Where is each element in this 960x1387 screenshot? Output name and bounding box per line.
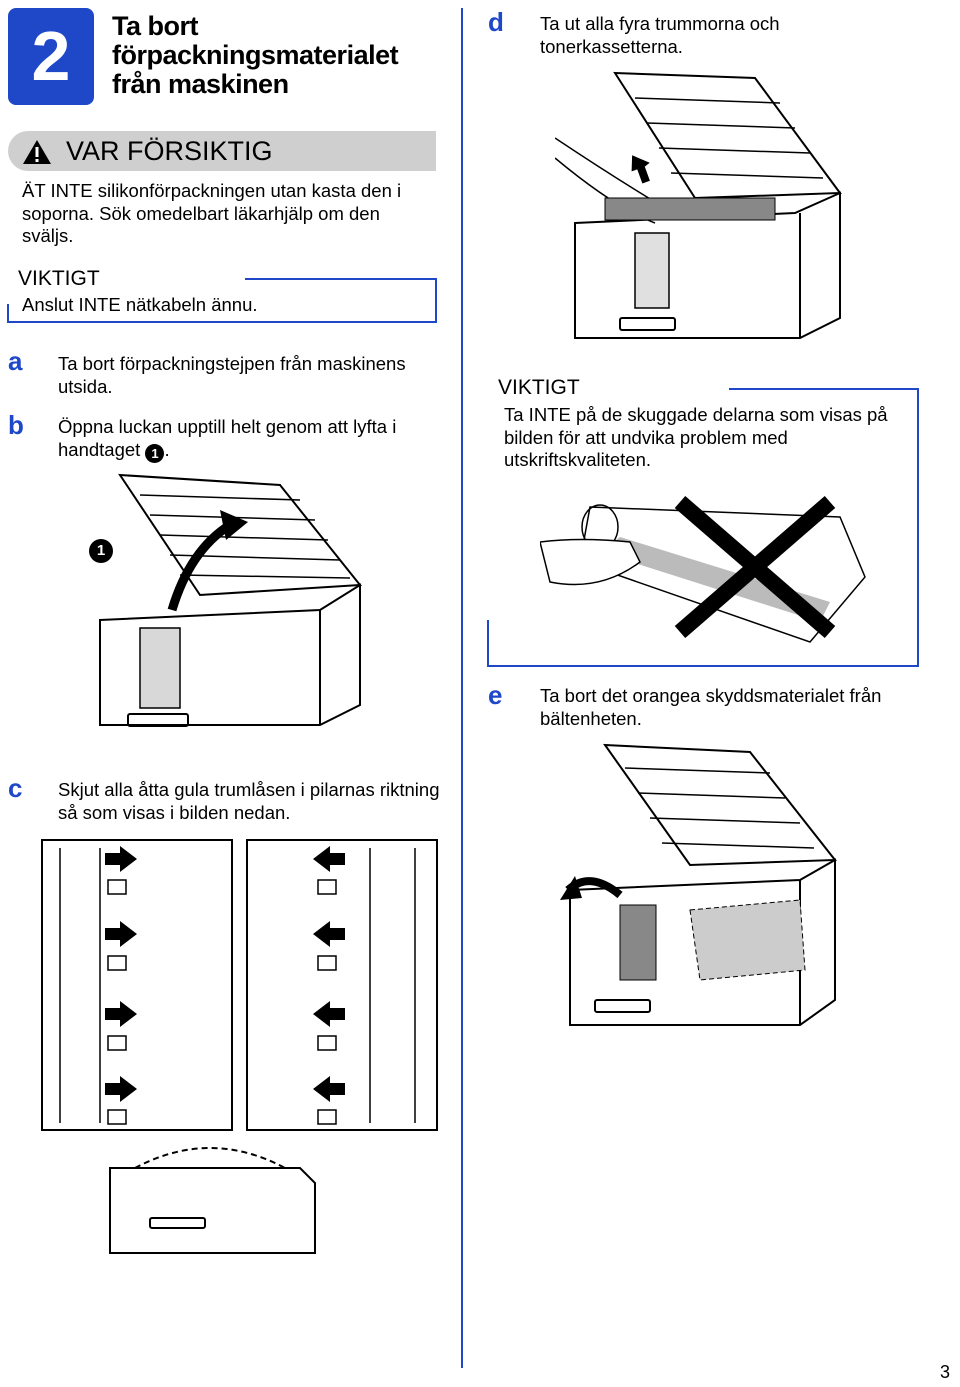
important-text: Anslut INTE nätkabeln ännu. bbox=[22, 294, 258, 315]
step-c-text: Skjut alla åtta gula trumlåsen i pilarna… bbox=[58, 779, 440, 824]
text-suffix: . bbox=[164, 438, 170, 460]
callout-marker: 1 bbox=[145, 443, 165, 463]
caution-banner bbox=[8, 131, 436, 171]
page-number: 3 bbox=[939, 1362, 950, 1382]
step-number-badge: 2 bbox=[8, 8, 94, 105]
do-not-touch-illustration bbox=[540, 495, 866, 643]
text-line: Öppna luckan upptill helt genom att lyft… bbox=[58, 416, 397, 437]
text-line: bältenheten. bbox=[540, 707, 642, 729]
text-line: utsida. bbox=[58, 375, 113, 397]
step-d-text: Ta ut alla fyra trummorna och tonerkasse… bbox=[540, 13, 780, 58]
column-divider bbox=[461, 8, 463, 1368]
step-b-text: Öppna luckan upptill helt genom att lyft… bbox=[58, 416, 396, 463]
text-line: Ta ut alla fyra trummorna och bbox=[540, 13, 780, 34]
caution-line: soporna. Sök omedelbart läkarhjälp om de… bbox=[22, 202, 380, 224]
caution-text: ÄT INTE silikonförpackningen utan kasta … bbox=[22, 180, 401, 248]
step-letter-e: e bbox=[488, 680, 503, 710]
important-frame bbox=[7, 278, 437, 323]
important-heading: VIKTIGT bbox=[498, 376, 580, 399]
important-text: Ta INTE på de skuggade delarna som visas… bbox=[504, 404, 888, 472]
drum-lock-illustration bbox=[41, 839, 438, 1254]
title-line: från maskinen bbox=[112, 69, 289, 99]
caution-line: ÄT INTE silikonförpackningen utan kasta … bbox=[22, 180, 402, 201]
step-letter-b: b bbox=[8, 410, 24, 440]
text-line: Skjut alla åtta gula trumlåsen i pilarna… bbox=[58, 779, 440, 800]
callout-marker-illustration: 1 bbox=[89, 539, 113, 563]
warning-icon bbox=[23, 140, 51, 164]
title-line: Ta bort bbox=[112, 11, 199, 41]
text-line: Ta bort det orangea skyddsmaterialet frå… bbox=[540, 685, 882, 706]
step-a-text: Ta bort förpackningstejpen från maskinen… bbox=[58, 353, 406, 398]
step-letter-a: a bbox=[8, 346, 23, 376]
text-line-part: handtaget bbox=[58, 438, 141, 460]
remove-protective-material-illustration bbox=[560, 743, 838, 1026]
step-letter-d: d bbox=[488, 7, 504, 37]
important-heading: VIKTIGT bbox=[18, 267, 100, 290]
text-line: Ta bort förpackningstejpen från maskinen… bbox=[58, 353, 406, 374]
text-line: utskriftskvaliteten. bbox=[504, 449, 652, 470]
caution-heading: VAR FÖRSIKTIG bbox=[66, 136, 273, 166]
printer-open-lid-illustration bbox=[99, 473, 362, 727]
step-letter-c: c bbox=[8, 773, 23, 803]
step-e-text: Ta bort det orangea skyddsmaterialet frå… bbox=[540, 685, 881, 730]
title-line: förpackningsmaterialet bbox=[112, 40, 399, 70]
text-line: handtaget 1. bbox=[58, 439, 396, 463]
text-line: Ta INTE på de skuggade delarna som visas… bbox=[504, 404, 888, 425]
text-line: tonerkassetterna. bbox=[540, 35, 683, 57]
caution-line: sväljs. bbox=[22, 225, 74, 246]
text-line: bilden för att undvika problem med bbox=[504, 426, 788, 448]
remove-drum-illustration bbox=[555, 71, 842, 339]
important-frame bbox=[487, 388, 919, 667]
text-line: så som visas i bilden nedan. bbox=[58, 801, 291, 823]
step-title: Ta bort förpackningsmaterialet från mask… bbox=[112, 11, 399, 99]
